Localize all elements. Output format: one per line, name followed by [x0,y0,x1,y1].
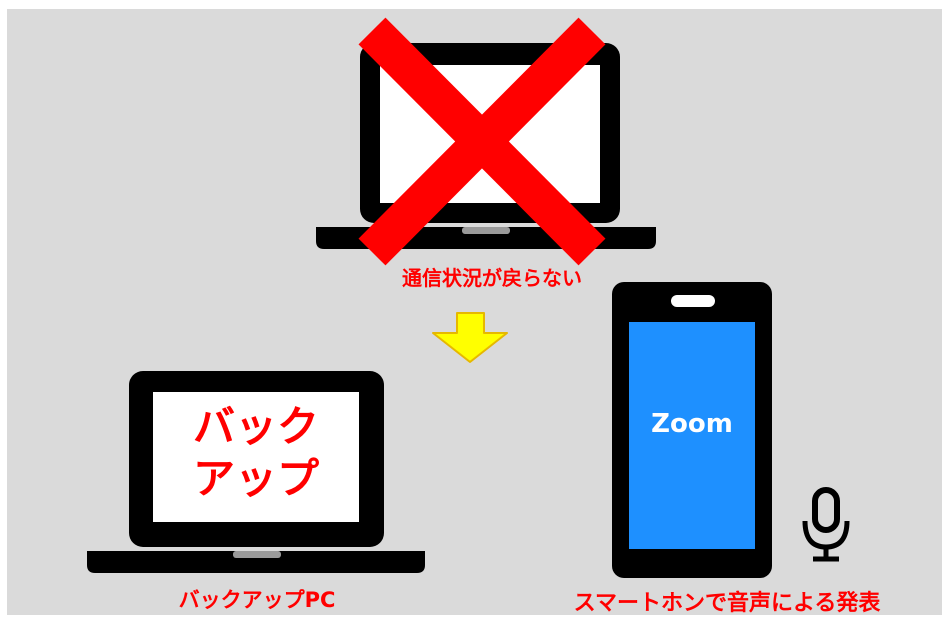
phone-screen-text: Zoom [651,409,733,439]
microphone-icon [802,487,850,562]
laptop-icon-top [316,17,656,266]
backup-caption: バックアップPC [178,588,336,612]
diagram-canvas: 通信状況が戻らない バック アップ バックアップPC Zoom スマートホンで音… [7,9,942,616]
phone-caption: スマートホンで音声による発表 [573,591,881,616]
down-arrow-icon [432,312,508,363]
cross-icon-stroke-b [358,17,606,266]
laptop-icon-backup [87,371,425,573]
laptop-backup-screen [153,392,359,522]
laptop-backup-base [87,551,425,573]
laptop-backup-notch [233,551,281,558]
phone-screen [629,322,755,549]
smartphone-icon [612,282,772,578]
status-label: 通信状況が戻らない [402,266,582,290]
backup-screen-line-2: アップ [192,454,319,503]
phone-speaker [671,295,715,307]
laptop-top-notch [462,227,510,234]
backup-screen-line-1: バック [192,402,319,451]
